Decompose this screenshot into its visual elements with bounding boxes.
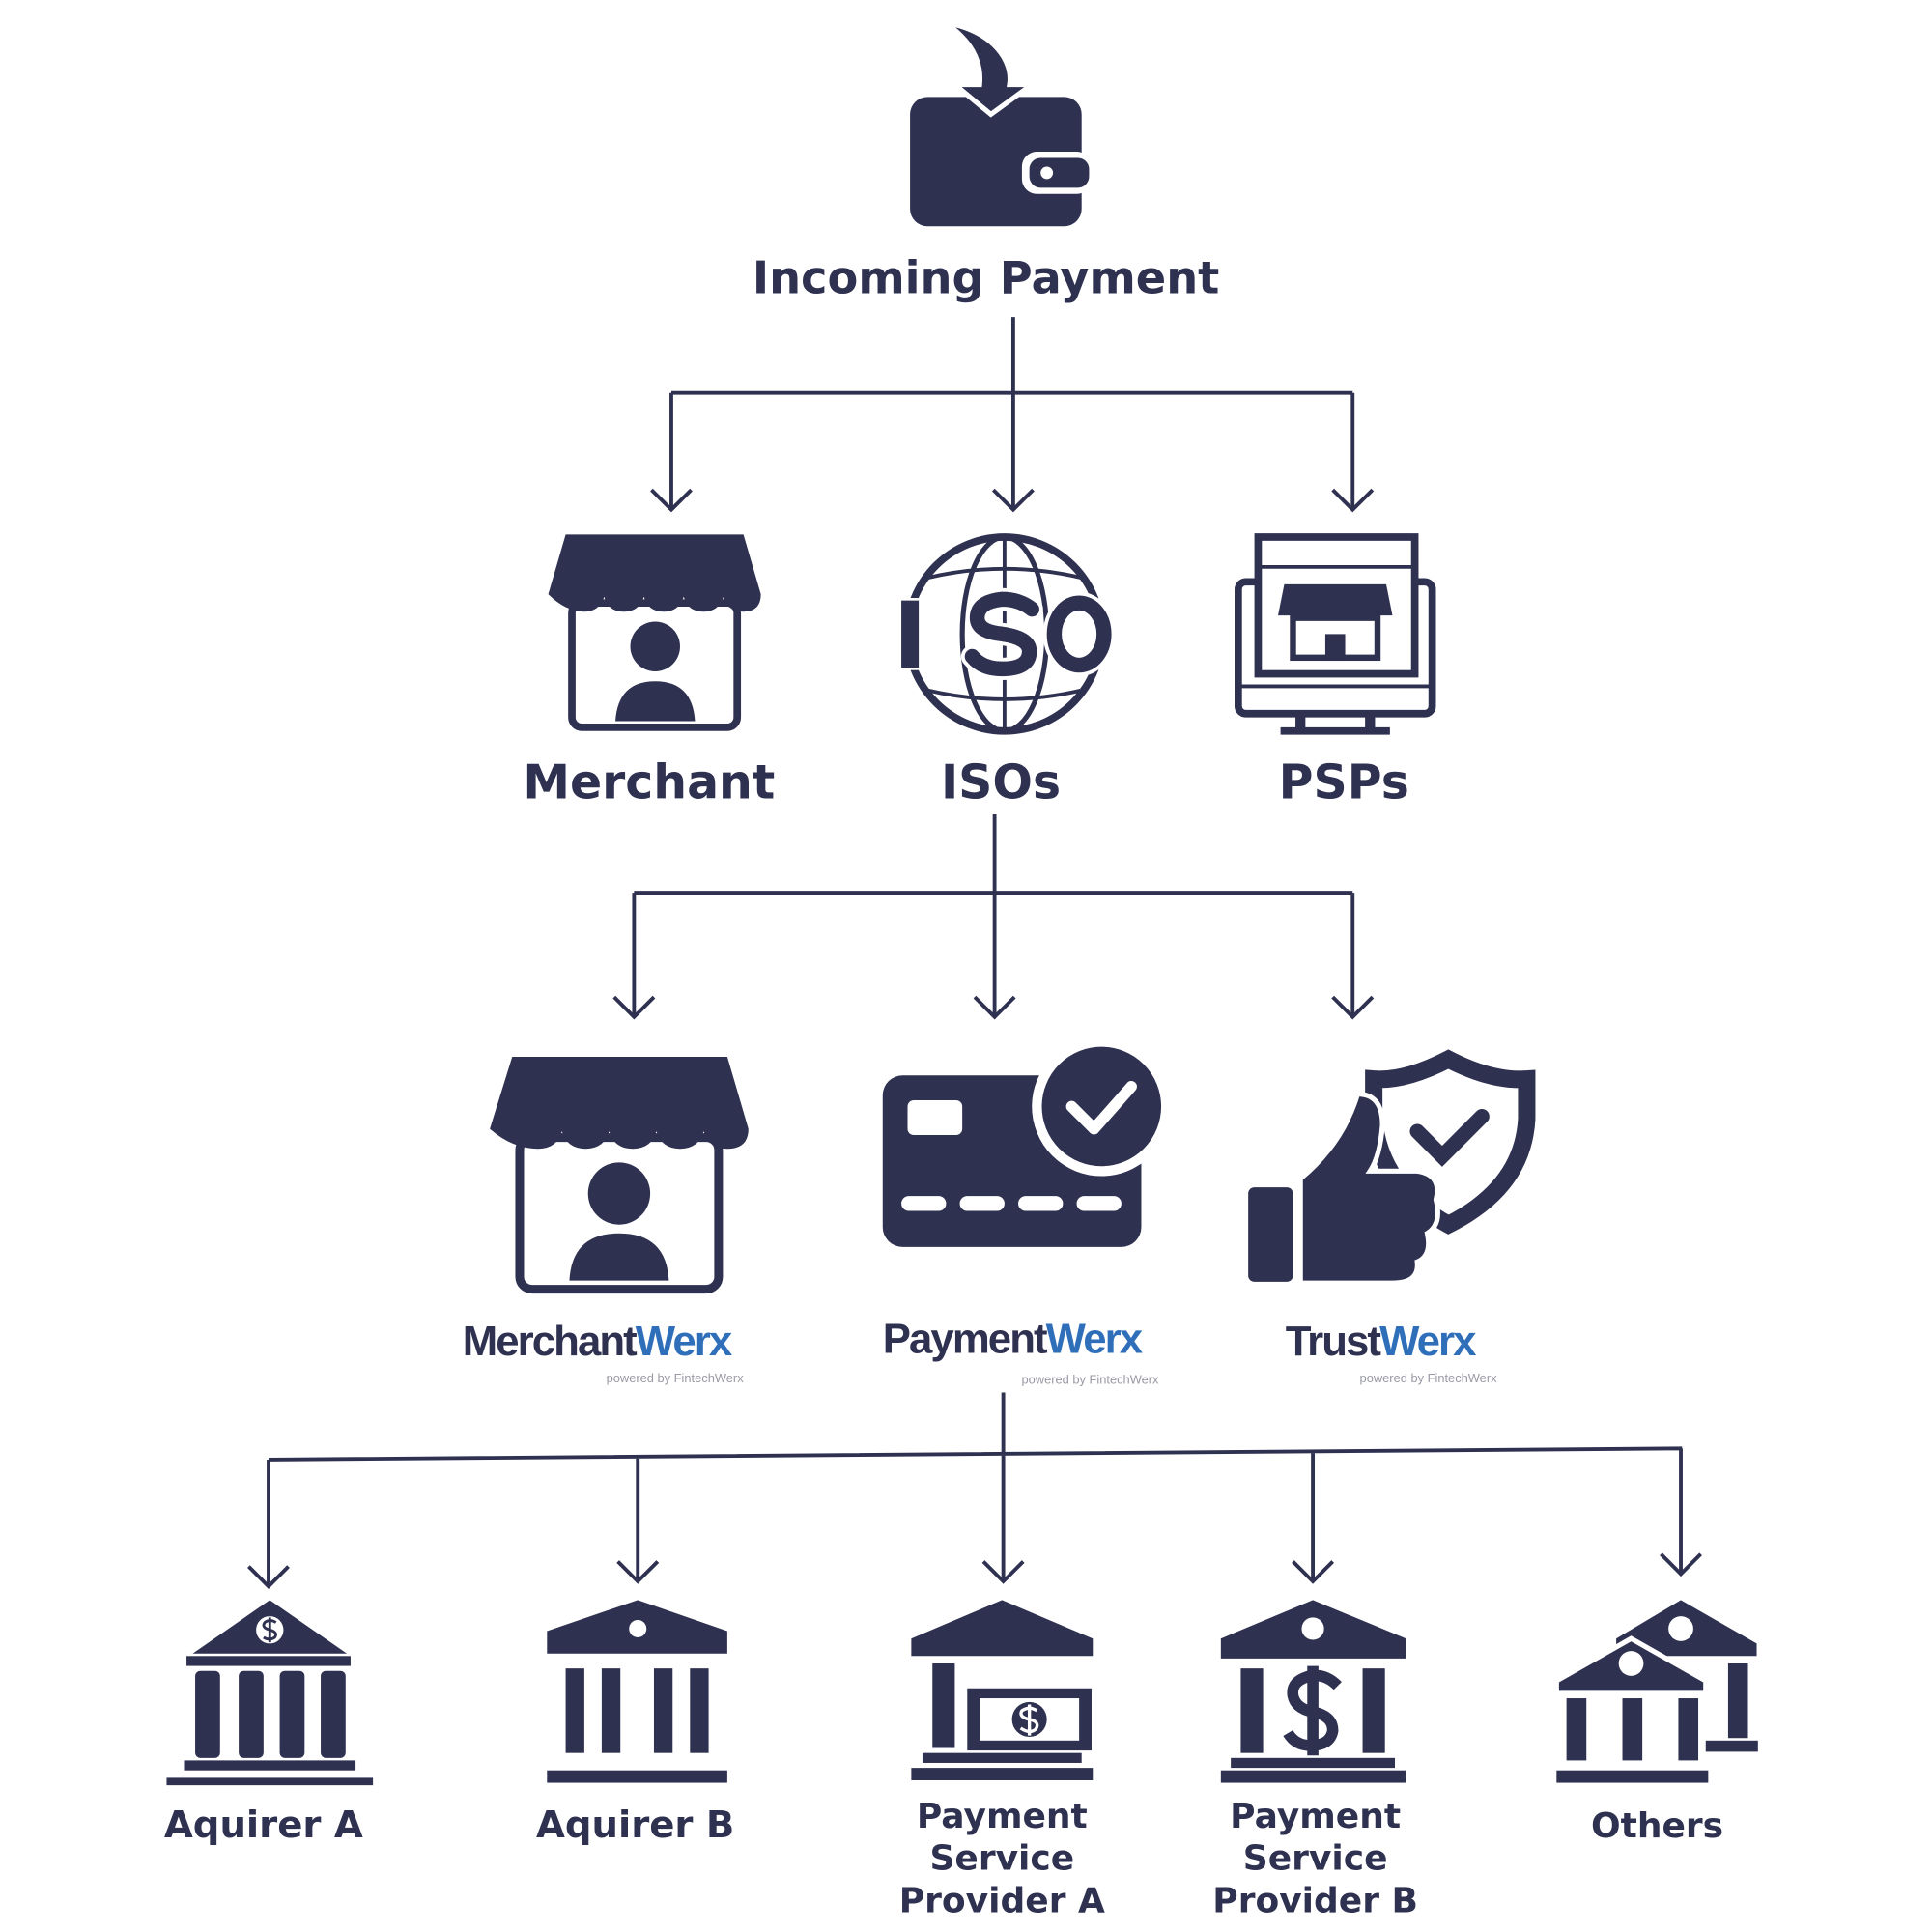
- node-paymentwerx: PaymentWerx powered by FintechWerx: [882, 1037, 1172, 1386]
- bank-dollar-icon: [166, 1600, 374, 1786]
- paymentwerx-logo: PaymentWerx powered by FintechWerx: [883, 1315, 1159, 1386]
- logo-wordmark: PaymentWerx: [883, 1315, 1144, 1362]
- node-others: Others: [1553, 1600, 1758, 1846]
- node-aquirer-b: Aquirer B: [536, 1600, 734, 1847]
- node-merchant: Merchant: [523, 534, 775, 810]
- logo-wordmark: TrustWerx: [1286, 1318, 1477, 1365]
- node-label: PSPs: [1279, 754, 1409, 810]
- multiple-banks-icon: [1553, 1600, 1758, 1783]
- bank-cash-icon: [911, 1600, 1094, 1780]
- node-label: Merchant: [523, 754, 775, 810]
- logo-tagline: powered by FintechWerx: [607, 1371, 745, 1385]
- node-label: Aquirer A: [164, 1804, 363, 1847]
- trustwerx-logo: TrustWerx powered by FintechWerx: [1286, 1318, 1497, 1385]
- iso-globe-icon: [898, 533, 1116, 735]
- online-store-monitor-icon: [1234, 533, 1436, 735]
- node-isos: ISOs: [898, 533, 1116, 810]
- logo-wordmark: MerchantWerx: [463, 1318, 733, 1365]
- node-aquirer-a: Aquirer A: [164, 1600, 374, 1847]
- node-merchantwerx: MerchantWerx powered by FintechWerx: [463, 1056, 749, 1385]
- node-incoming-payment: Incoming Payment: [753, 19, 1220, 304]
- wallet-incoming-icon: [910, 19, 1092, 227]
- node-label: Others: [1591, 1806, 1723, 1846]
- logo-tagline: powered by FintechWerx: [1021, 1372, 1159, 1386]
- node-label: Incoming Payment: [753, 252, 1220, 304]
- node-trustwerx: TrustWerx powered by FintechWerx: [1248, 1049, 1536, 1385]
- bank-dollar-sign-icon: [1220, 1600, 1406, 1783]
- merchantwerx-logo: MerchantWerx powered by FintechWerx: [463, 1318, 744, 1385]
- connectors: [246, 317, 1703, 1589]
- storefront-person-icon: [490, 1056, 749, 1294]
- thumbs-up-shield-icon: [1248, 1049, 1536, 1286]
- bank-icon: [547, 1600, 727, 1783]
- node-label: ISOs: [941, 754, 1061, 810]
- storefront-person-icon: [548, 534, 761, 731]
- credit-card-check-icon: [882, 1037, 1172, 1247]
- node-psps: PSPs: [1234, 533, 1436, 810]
- node-label: Aquirer B: [536, 1804, 734, 1847]
- logo-tagline: powered by FintechWerx: [1360, 1371, 1498, 1385]
